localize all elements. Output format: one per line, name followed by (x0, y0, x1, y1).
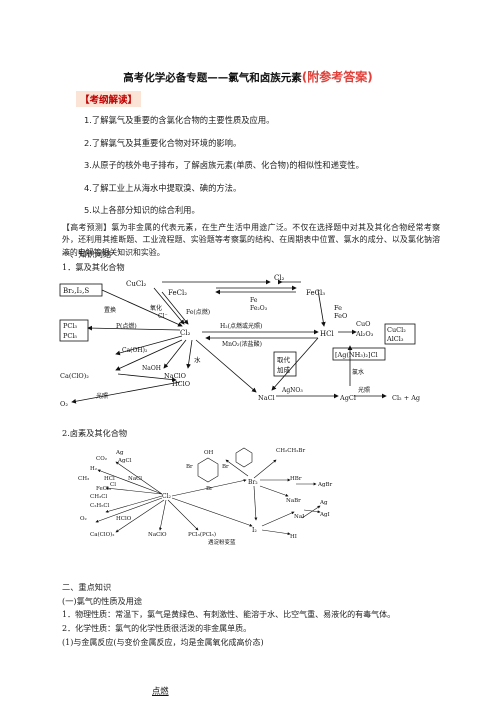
h-o2: O₂ (80, 516, 87, 522)
outline-item: 2.了解氯气及其重要化合物对环境的影响。 (84, 137, 242, 148)
fecl3: FeCl₃ (306, 289, 325, 297)
fe-right: Fe (334, 304, 342, 312)
o2: O₂ (60, 400, 68, 408)
label-h2: H₂(点燃或光照) (220, 322, 262, 330)
h-nacl: NaCl (128, 476, 142, 482)
label-yanghua: 氧化 (150, 304, 162, 312)
h-br-a: Br (186, 464, 193, 470)
feo: FeO (334, 312, 347, 320)
h-agbr: AgBr (317, 482, 333, 488)
h-ag-right: Ag (319, 500, 328, 506)
pcl5-box: PCl₅ (63, 332, 77, 340)
outline-item: 5.以上各部分知识的综合利用。 (84, 205, 200, 216)
substitution-box: 取代 (277, 355, 291, 364)
prediction-paragraph: 【高考预测】氯为非金属的代表元素，在生产生活中用途广泛。不仅在选择题中对其及其化… (62, 223, 440, 257)
exam-outline-tag: 【考纲解读】 (76, 91, 142, 107)
outline-item: 4.了解工业上从海水中提取溴、碘的方法。 (84, 182, 242, 193)
ag-nh3-complex: [Ag(NH₃)₂]Cl (335, 351, 378, 359)
cuo: CuO (356, 320, 371, 328)
h-cl2: Cl₂ (162, 493, 172, 500)
nacl: NaCl (258, 394, 275, 402)
label-zhihuan: 置换 (104, 306, 116, 314)
chlorine-network-diagram: Br₂,I₂,S PCl₃ PCl₅ CuCl₂ AlCl₃ [Ag(NH₃)₂… (56, 274, 446, 416)
h-agcl: AgCl (117, 458, 132, 464)
h-cl: Cl (110, 482, 116, 488)
starch-blue-label: 遇淀粉变蓝 (208, 538, 236, 546)
hcl: HCl (320, 330, 334, 338)
key-points-heading: 二、重点知识 (62, 582, 112, 592)
agcl: AgCl (339, 394, 356, 402)
label-light-2: 光照 (358, 386, 370, 394)
knowledge-network-heading: 一、知识网络 (62, 249, 112, 259)
h-ch2chbr: CH₂CH₂Br (276, 448, 305, 454)
h-naclo: NaClO (148, 532, 167, 538)
h-caclo2: Ca(ClO)₂ (90, 531, 114, 538)
label-fe-top: Fe (250, 297, 258, 304)
outline-item: 3.从原子的核外电子排布，了解卤族元素(单质、化合物)的相似性和递变性。 (84, 160, 364, 171)
chlorine-compounds-heading: 1．氯及其化合物 (62, 262, 125, 272)
chemical-properties-line: 2．化学性质：氯气的化学性质很活泼的非金属单质。 (62, 624, 252, 633)
hclo: HClO (172, 380, 190, 388)
h-ag: Ag (115, 450, 124, 456)
label-fe2o3: Fe₂O₃ (250, 305, 268, 312)
h-br-c: Br (206, 486, 213, 492)
label-cl-ion: Cl⁻ (158, 313, 168, 320)
cl2-plus-ag: Cl₂ + Ag (392, 394, 420, 402)
h-hbr: HBr (290, 476, 302, 482)
title-answer-note: (附参考答案) (301, 70, 373, 84)
label-agno3: AgNO₃ (281, 387, 303, 394)
h-i2: I₂ (252, 527, 257, 534)
h-agi: AgI (319, 512, 330, 518)
exam-outline-list: 1.了解氯气及重要的含氯化合物的主要性质及应用。 2.了解氯气及其重要化合物对环… (84, 109, 424, 222)
cucl2-left: CuCl₂ (126, 280, 146, 288)
label-water: 水 (194, 355, 201, 364)
br2-i2-s-box: Br₂,I₂,S (63, 287, 89, 295)
title-main: 高考化学必备专题——氯气和卤族元素 (123, 72, 302, 84)
ca-clo2: Ca(ClO)₂ (60, 372, 89, 380)
h-ch3: CH₃ (78, 476, 89, 482)
h-oh: OH (204, 450, 214, 456)
label-caoh2: Ca(OH)₂ (122, 347, 148, 354)
metal-reaction-line: (1)与金属反应(与变价金属反应，均是金属氧化成高价态) (62, 638, 264, 647)
cl2-top: Cl₂ (274, 274, 285, 282)
document-title: 高考化学必备专题——氯气和卤族元素(附参考答案) (0, 66, 496, 85)
h-nai: NaI (294, 514, 304, 520)
outline-item: 1.了解氯气及重要的含氯化合物的主要性质及应用。 (84, 115, 275, 125)
h-c2h5cl: C₂H₅Cl (90, 503, 110, 509)
pcl3-box: PCl₃ (63, 322, 77, 330)
h-br-b: Br (222, 464, 229, 470)
al2o3: Al₂O₃ (355, 330, 374, 338)
h-fecl3: FeCl₃ (96, 486, 111, 492)
fecl2: FeCl₂ (168, 289, 187, 297)
h-h2: H₂ (90, 466, 97, 472)
label-fe-burn: Fe(点燃) (186, 308, 210, 316)
h-hi: HI (290, 534, 297, 540)
h-nabr: NaBr (286, 498, 301, 504)
ignition-label: 点燃 (152, 686, 169, 696)
halogen-compounds-heading: 2.卤素及其化合物 (62, 428, 128, 438)
h-pcl3: PCl₃(PCl₅) (188, 531, 216, 538)
label-light: 光照 (96, 392, 108, 400)
chlorine-properties-heading: (一)氯气的性质及用途 (62, 596, 143, 606)
label-naoh: NaOH (142, 365, 161, 372)
addition-box: 加成 (277, 365, 291, 374)
alcl3-right: AlCl₃ (386, 335, 404, 343)
h-co2: CO₂ (96, 456, 107, 462)
label-chlorine-water: 氯水 (352, 368, 364, 376)
label-mno2: MnO₂(浓盐酸) (222, 340, 262, 348)
h-ch3cl: CH₃Cl (90, 494, 107, 500)
h-br2: Br₂ (248, 479, 258, 486)
cucl2-right: CuCl₂ (387, 326, 406, 334)
cl2-center: Cl₂ (180, 329, 191, 337)
naclo: NaClO (164, 372, 186, 380)
h-hclo: HClO (116, 516, 132, 522)
halogen-network-diagram: Ag CO₂ AgCl H₂ CH₃ HCl NaCl FeCl₃ CH₃Cl … (76, 446, 376, 546)
physical-properties-line: 1．物理性质：常温下，氯气是黄绿色、有刺激性、能溶于水、比空气重、易液化的有毒气… (62, 610, 396, 619)
label-p-burn: P(点燃) (116, 322, 137, 330)
h-hcl: HCl (104, 476, 115, 482)
